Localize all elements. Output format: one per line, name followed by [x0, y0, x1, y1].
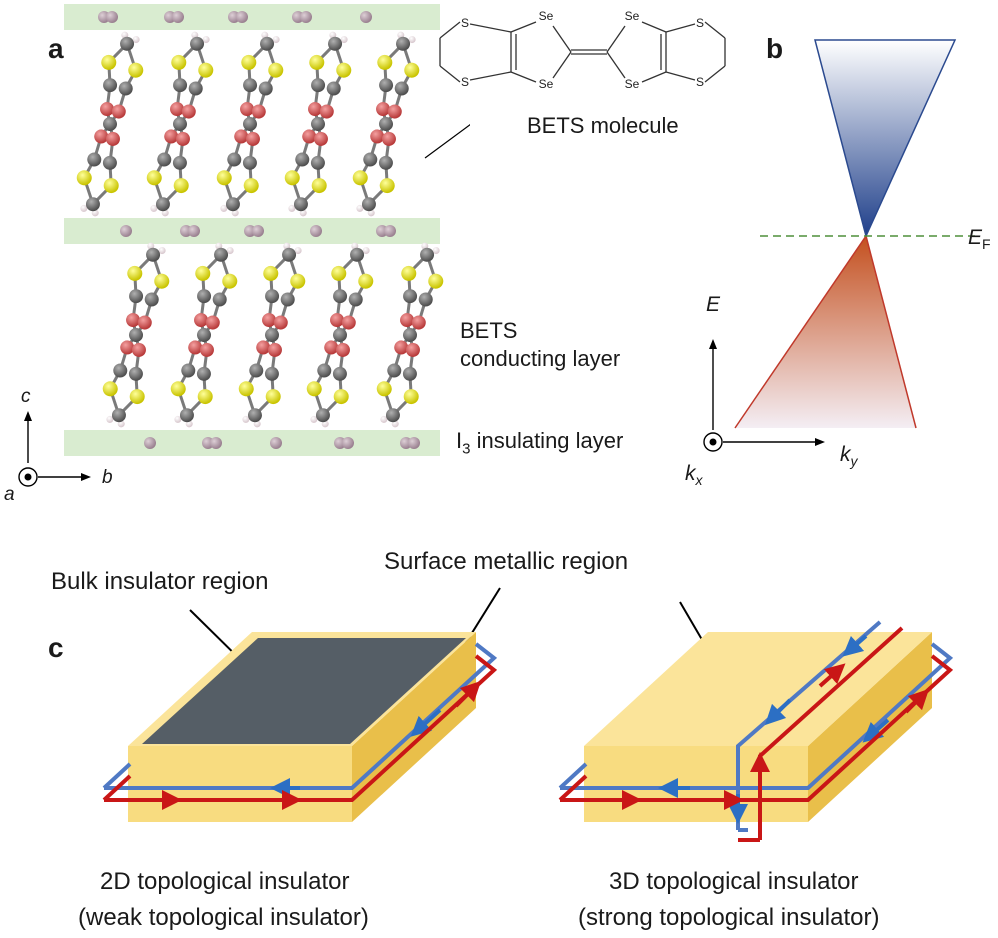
svg-text:Se: Se [625, 77, 640, 91]
svg-text:S: S [696, 75, 704, 89]
panel-b-label: b [766, 33, 784, 64]
bets-molecule-diagram: S S Se Se Se Se S S [439, 9, 726, 91]
axis-label-c: c [21, 386, 31, 407]
svg-text:Se: Se [539, 9, 554, 23]
right-slab-subtitle: (strong topological insulator) [578, 904, 880, 931]
kx-axis-label: kx [685, 462, 703, 489]
panel-a-label: a [48, 33, 64, 64]
slab-2d [102, 632, 498, 822]
slab-3d [558, 620, 954, 842]
left-slab-subtitle: (weak topological insulator) [78, 904, 369, 931]
axis-label-a: a [4, 484, 15, 505]
bets-layer-lower [94, 237, 452, 433]
insulating-layer-label: I3 insulating layer [456, 428, 624, 458]
molecule-pointer-line [424, 124, 470, 159]
lower-cone [735, 236, 916, 428]
conducting-layer-label-line1: BETS [460, 318, 518, 343]
upper-cone [814, 39, 957, 239]
fermi-energy-label: EF [968, 226, 991, 253]
topological-insulator-slabs [102, 587, 954, 842]
insulating-band-top [64, 4, 440, 30]
conducting-layer-label-line2: conducting layer [460, 346, 621, 371]
crystal-structure [18, 4, 470, 487]
axis-label-b: b [102, 467, 113, 488]
left-slab-title: 2D topological insulator [100, 868, 350, 895]
ky-axis-label: ky [840, 443, 858, 470]
svg-text:S: S [696, 16, 704, 30]
svg-text:S: S [461, 75, 469, 89]
bulk-insulator-label: Bulk insulator region [51, 568, 269, 595]
surface-metallic-label: Surface metallic region [384, 548, 629, 575]
svg-text:S: S [461, 16, 469, 30]
iodine-atoms [98, 11, 420, 449]
energy-axis-label: E [706, 293, 721, 316]
svg-text:Se: Se [539, 77, 554, 91]
crystal-axes [18, 411, 91, 487]
insulating-band-bottom [64, 430, 440, 456]
panel-c-label: c [48, 632, 64, 663]
bets-molecule-label: BETS molecule [527, 113, 679, 138]
right-slab-title: 3D topological insulator [609, 868, 859, 895]
dirac-cone-diagram [703, 39, 975, 452]
svg-text:Se: Se [625, 9, 640, 23]
bets-layer-upper [68, 26, 428, 222]
